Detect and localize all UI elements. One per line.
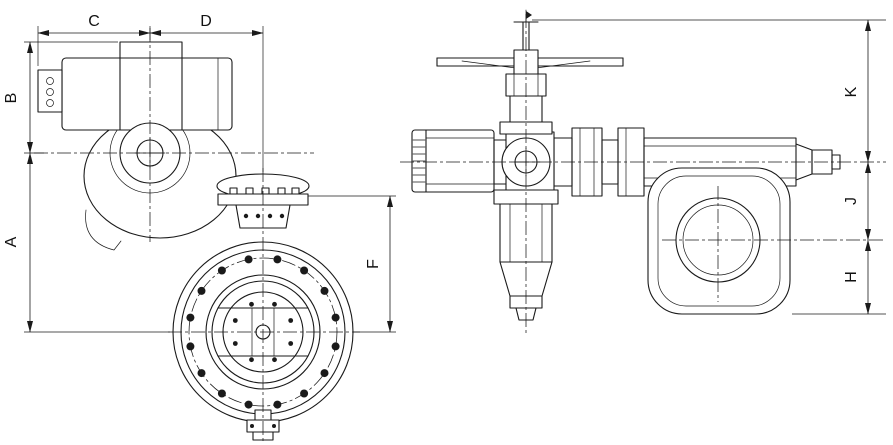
disc-bolts: [232, 301, 294, 363]
gearbox-housing: [647, 167, 791, 315]
flange-bolts: [186, 255, 340, 409]
dim-label-B: B: [3, 93, 20, 104]
dim-label-J: J: [843, 197, 860, 205]
actuator-motor: [37, 41, 233, 131]
dim-J: J: [843, 161, 871, 241]
dim-H: H: [792, 239, 886, 315]
dim-label-A: A: [3, 236, 20, 247]
stem-pointer: [526, 11, 532, 19]
terminal-box: [37, 69, 63, 113]
dim-label-H: H: [843, 271, 860, 283]
dim-label-F: F: [365, 259, 382, 269]
handwheel-side: [436, 9, 624, 75]
dim-D: D: [149, 13, 264, 172]
dim-A: A: [3, 152, 170, 333]
valve-body-side: [493, 189, 559, 321]
dim-label-D: D: [200, 13, 212, 30]
dim-label-C: C: [88, 13, 100, 30]
side-view: K J H: [400, 9, 886, 334]
dim-K: K: [532, 19, 886, 163]
front-view: C D B A F: [3, 13, 396, 443]
dim-F: F: [308, 195, 396, 333]
motor-side: [411, 129, 495, 193]
side-centerlines: [400, 14, 886, 334]
dim-label-K: K: [843, 86, 860, 97]
front-centerlines: [34, 28, 360, 443]
